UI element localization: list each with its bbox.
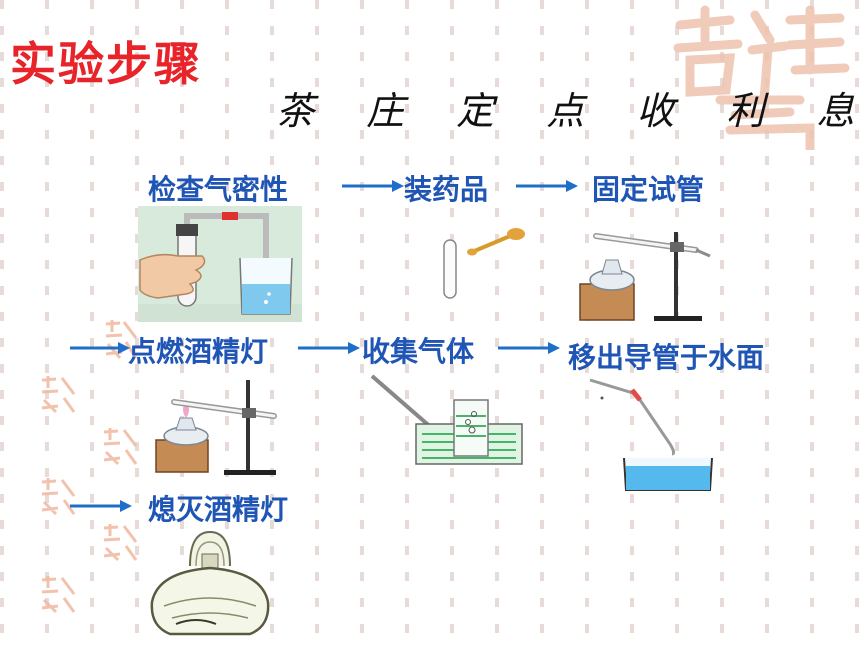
seal-small-6 xyxy=(41,576,76,614)
arrow-right-icon xyxy=(516,178,578,194)
arrow-right-icon xyxy=(498,340,560,356)
seal-small-1 xyxy=(105,320,138,359)
step-load-reagent: 装药品 xyxy=(404,173,489,206)
step-fix-tube: 固定试管 xyxy=(592,173,705,206)
step-extinguish-lamp: 熄灭酒精灯 xyxy=(148,493,289,526)
step-check-airtight: 检查气密性 xyxy=(148,173,289,206)
airtightness-check-image xyxy=(138,206,302,322)
arrow-right-icon xyxy=(70,340,130,356)
step-collect-gas: 收集气体 xyxy=(362,335,475,368)
remove-tube-image xyxy=(589,378,713,491)
collect-gas-image xyxy=(370,374,523,465)
auspicious-seal-large xyxy=(673,5,850,150)
seal-small-3 xyxy=(103,428,138,466)
arrow-right-icon xyxy=(70,498,132,514)
reagent-tube-spoon-image xyxy=(443,228,525,299)
seal-small-5 xyxy=(103,524,138,562)
lit-lamp-stand-image xyxy=(155,380,277,475)
capped-lamp-image xyxy=(150,530,270,636)
seal-small-4 xyxy=(41,478,76,516)
mnemonic-phrase: 茶 庄 定 点 收 利 息 xyxy=(276,89,860,133)
page-title: 实验步骤 xyxy=(10,37,202,91)
fixed-tube-stand-image xyxy=(579,232,711,321)
arrow-right-icon xyxy=(298,340,360,356)
step-light-lamp: 点燃酒精灯 xyxy=(128,335,269,368)
arrow-right-icon xyxy=(342,178,404,194)
seal-small-2 xyxy=(41,376,76,414)
step-remove-tube: 移出导管于水面 xyxy=(568,341,765,374)
